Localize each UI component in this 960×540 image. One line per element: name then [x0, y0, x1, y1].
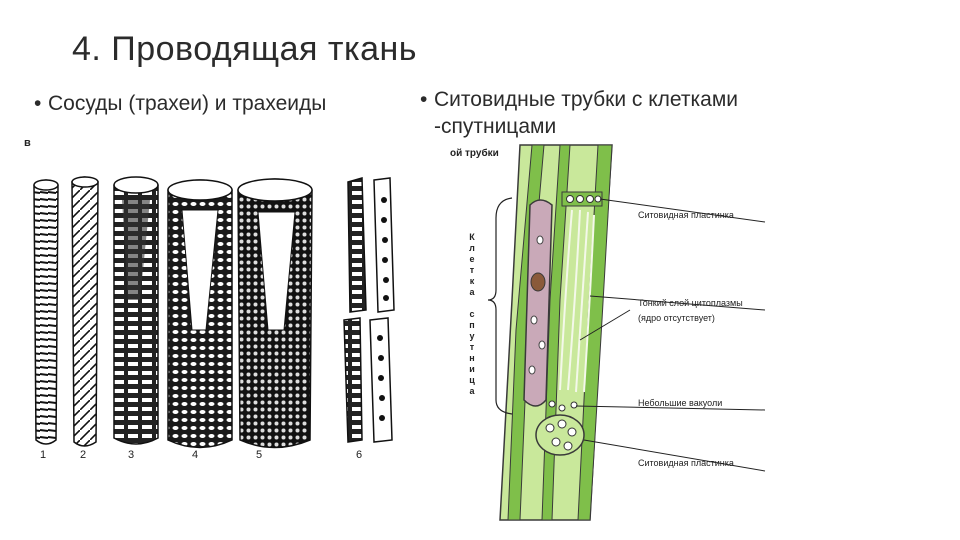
svg-text:т: т: [470, 265, 475, 275]
companion-nucleus: [531, 273, 545, 291]
vessel-numbers: 1 2 3 4 5 6: [40, 449, 362, 461]
vessel-number-1: 1: [40, 449, 46, 461]
vessel-spiral: [72, 177, 98, 446]
figure-labels: Ситовидная пластинка Тонкий слой цитопла…: [638, 210, 743, 468]
vessel-number-2: 2: [80, 449, 86, 461]
figure-corner-label: в: [24, 137, 31, 149]
svg-text:е: е: [469, 254, 474, 264]
svg-text:т: т: [470, 342, 475, 352]
svg-text:ц: ц: [469, 375, 475, 385]
svg-text:п: п: [469, 320, 474, 330]
top-cut-label: ой трубки: [450, 147, 499, 159]
svg-text:л: л: [469, 243, 475, 253]
vessel-number-6: 6: [356, 449, 362, 461]
label-sieve-plate-bottom: Ситовидная пластинка: [638, 458, 734, 468]
vessels-tracheids-figure: в: [24, 137, 394, 461]
label-sieve-plate-top: Ситовидная пластинка: [638, 210, 734, 220]
vessel-number-4: 4: [192, 449, 198, 461]
sieve-plate-top: [562, 192, 602, 206]
tracheids: [344, 178, 394, 442]
vessel-number-3: 3: [128, 449, 134, 461]
svg-text:а: а: [469, 386, 475, 396]
vessel-pitted-wide: [238, 179, 312, 448]
svg-text:н: н: [469, 353, 474, 363]
label-vacuoles: Небольшие вакуоли: [638, 398, 722, 408]
label-cytoplasm-note: (ядро отсутствует): [638, 313, 715, 323]
vessel-reticulate: [114, 177, 158, 444]
vessel-number-5: 5: [256, 449, 262, 461]
vessel-annular: [34, 180, 58, 444]
svg-text:к: к: [470, 276, 475, 286]
svg-text:а: а: [469, 287, 475, 297]
vessel-pitted: [168, 180, 232, 448]
svg-text:у: у: [469, 331, 474, 341]
svg-text:и: и: [469, 364, 475, 374]
label-cytoplasm: Тонкий слой цитоплазмы: [638, 298, 743, 308]
sieve-tube-figure: ой трубки: [450, 145, 765, 520]
sieve-plate-bottom: [536, 415, 584, 455]
companion-vertical-label: К л е т к а с п у т н и ц а: [469, 232, 475, 396]
svg-text:К: К: [469, 232, 475, 242]
svg-text:с: с: [469, 309, 474, 319]
